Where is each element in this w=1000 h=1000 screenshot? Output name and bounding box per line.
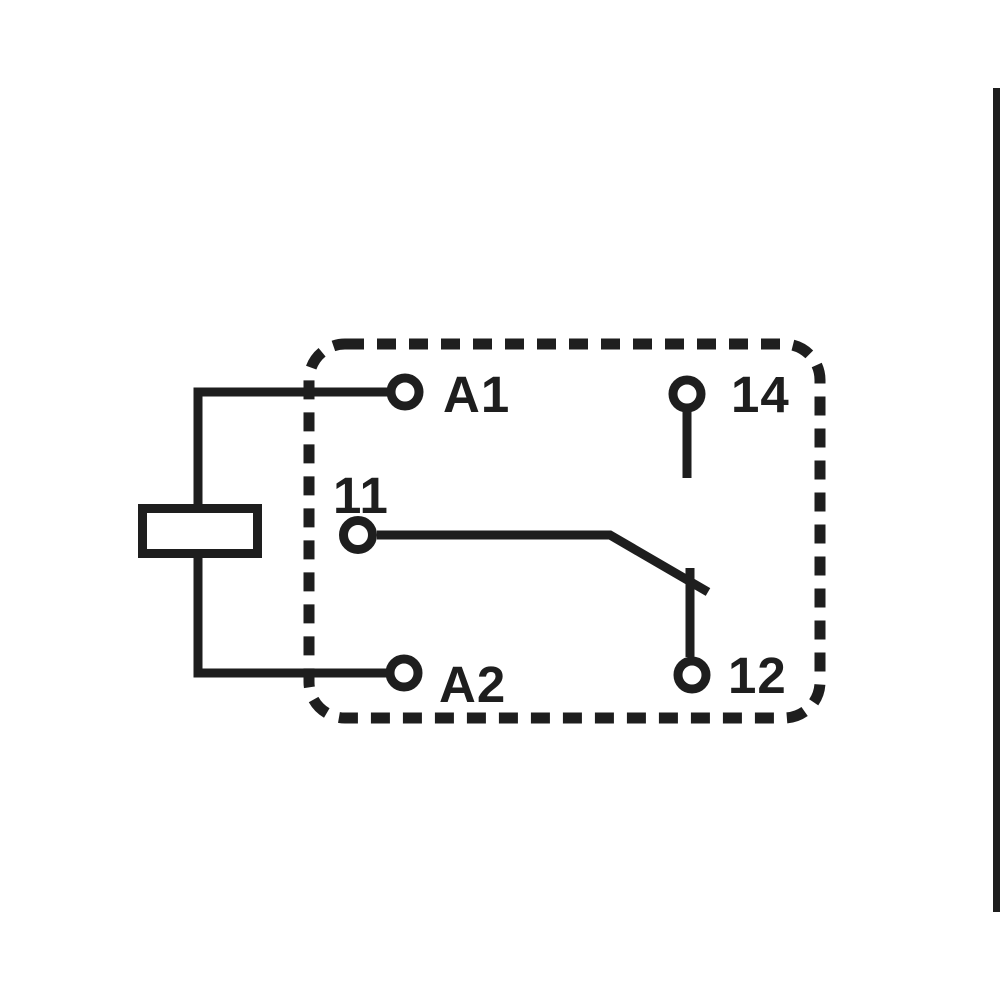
terminal-a2-circle: [385, 654, 423, 692]
terminal-a1-label: A1: [443, 366, 510, 423]
relay-outline-dashed-box: [303, 338, 826, 724]
terminal-11-circle: [339, 516, 377, 554]
terminal-a1-circle: [386, 373, 424, 411]
terminal-12-label: 12: [728, 647, 787, 704]
right-edge-border-line: [993, 88, 1000, 912]
coil-symbol: [138, 504, 262, 558]
terminal-12-circle: [673, 656, 711, 694]
terminal-14-circle: [668, 375, 706, 413]
terminal-14-label: 14: [731, 366, 790, 423]
coil-wire-a2: [193, 558, 387, 678]
switch-arm: [377, 530, 711, 596]
terminal-11-label: 11: [333, 467, 389, 524]
coil-wire-a1: [193, 387, 388, 504]
terminal-a2-label: A2: [439, 656, 506, 713]
